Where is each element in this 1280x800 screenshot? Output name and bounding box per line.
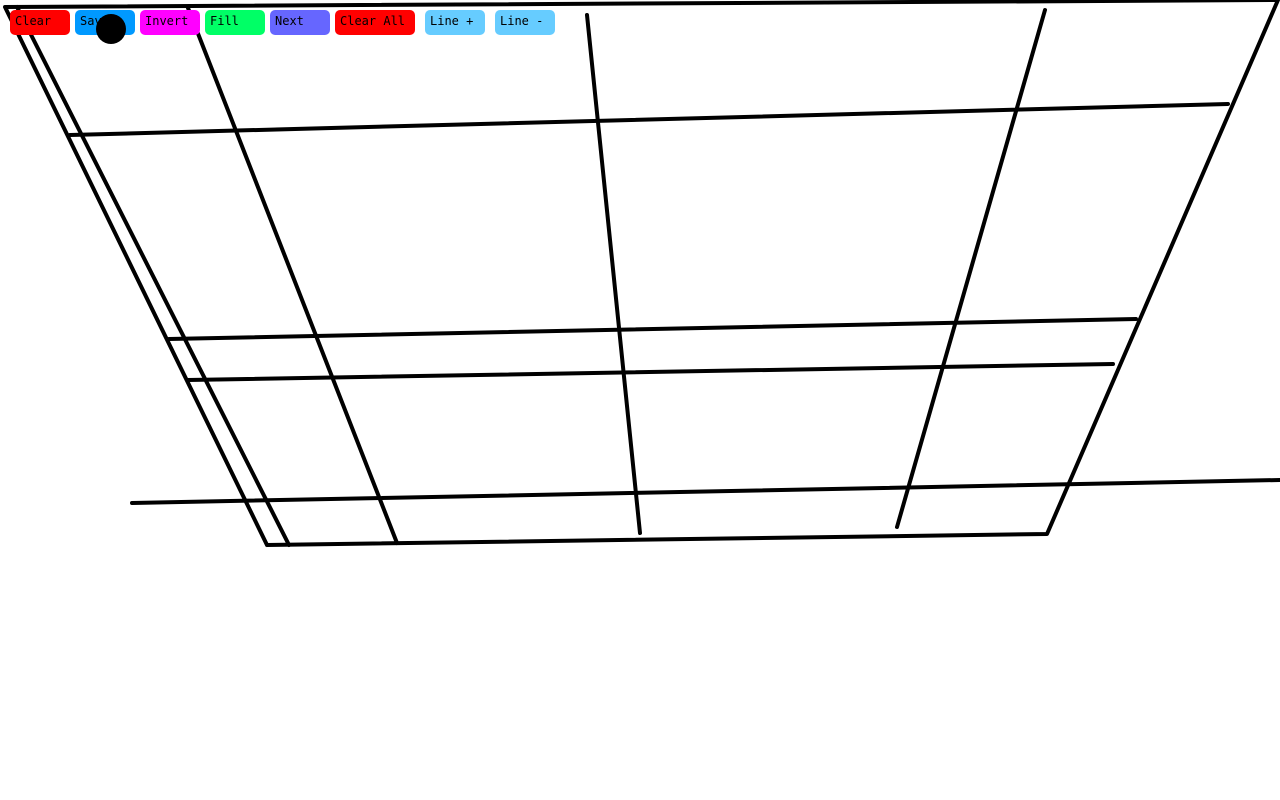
fill-button[interactable]: Fill — [205, 10, 265, 35]
toolbar: Clear Save Invert Fill Next Clear All Li… — [0, 0, 1280, 40]
stroke-horizontal-1 — [68, 102, 1230, 137]
line-width-increase-button[interactable]: Line + — [425, 10, 485, 35]
line-width-decrease-button[interactable]: Line - — [495, 10, 555, 35]
save-button[interactable]: Save — [75, 10, 135, 35]
clear-button[interactable]: Clear — [10, 10, 70, 35]
next-button[interactable]: Next — [270, 10, 330, 35]
drawn-strokes — [3, 0, 1280, 547]
stroke-outer-frame — [3, 0, 1280, 547]
stroke-horizontal-4 — [130, 478, 1280, 505]
clear-all-button[interactable]: Clear All — [335, 10, 415, 35]
stroke-vertical-1 — [186, 6, 399, 545]
stroke-vertical-2 — [585, 13, 642, 535]
stroke-left-inner-edge — [15, 5, 291, 547]
stroke-vertical-3 — [895, 8, 1047, 529]
stroke-horizontal-3 — [186, 362, 1115, 382]
stroke-horizontal-2 — [167, 317, 1138, 341]
invert-button[interactable]: Invert — [140, 10, 200, 35]
